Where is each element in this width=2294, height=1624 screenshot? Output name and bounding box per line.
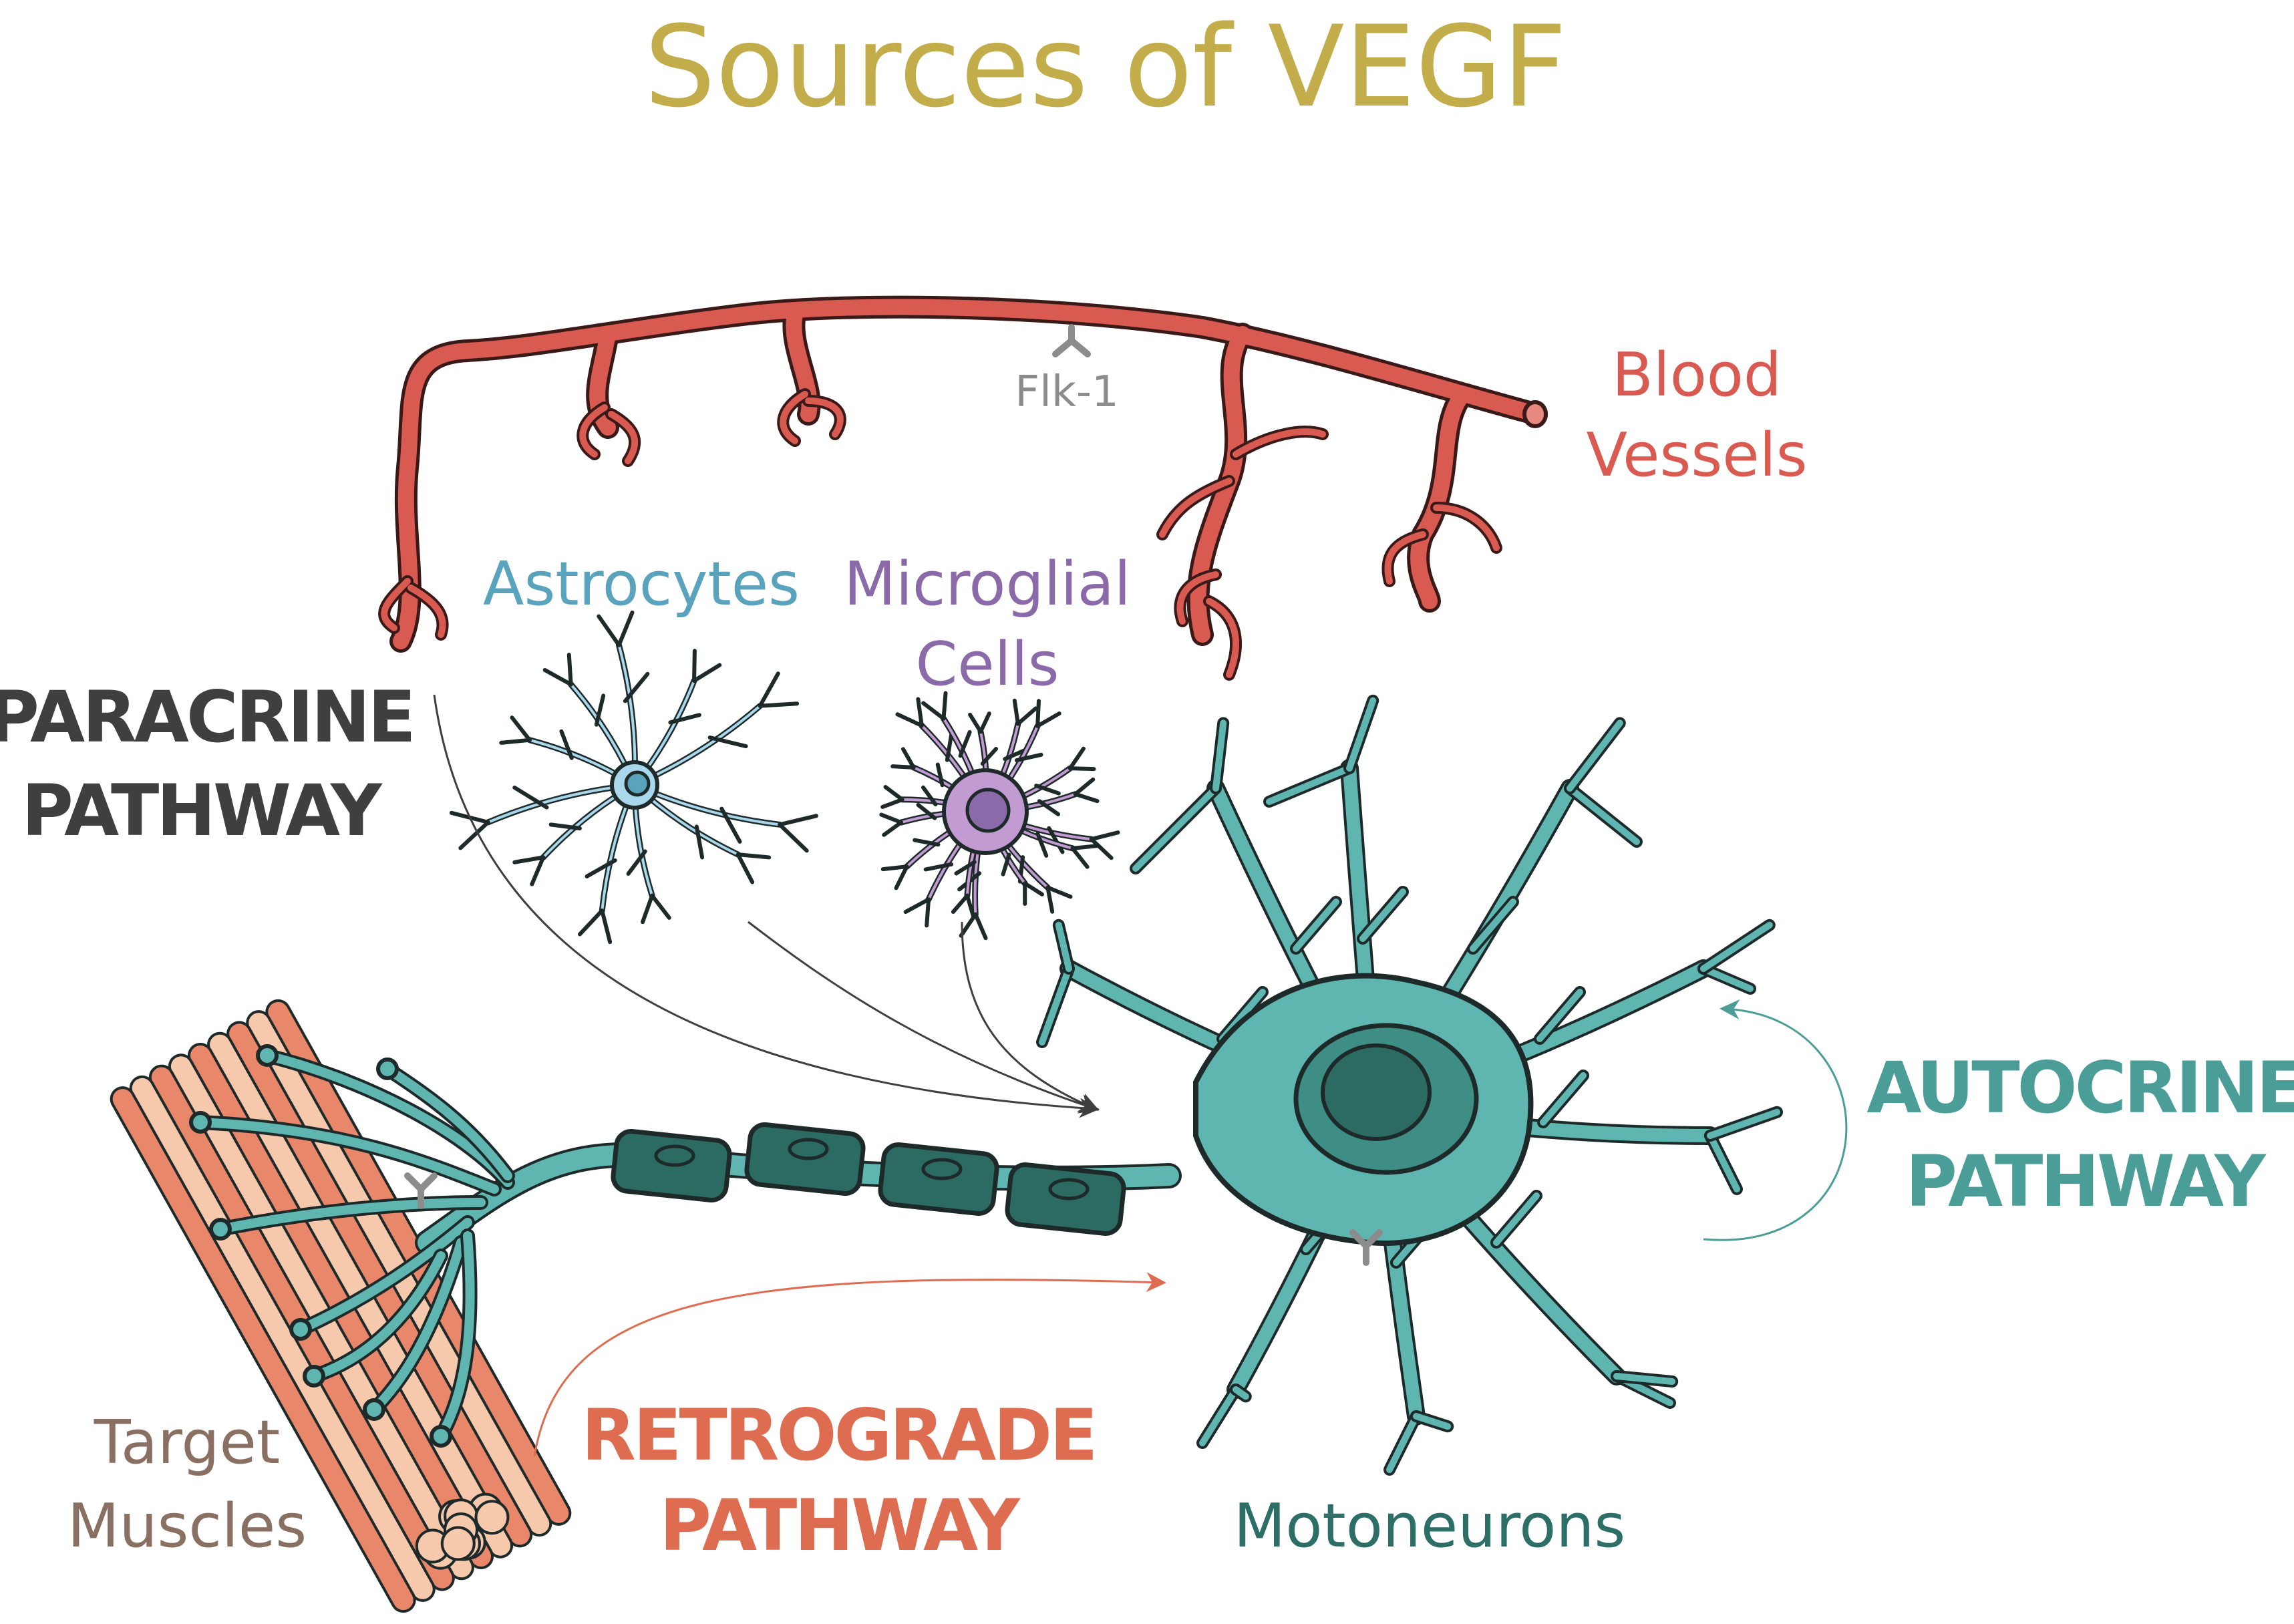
retrograde-label-line2: PATHWAY — [659, 1484, 1021, 1567]
paracrine-arrow-microglia — [961, 921, 1100, 1112]
receptor-y-icon — [404, 1172, 438, 1209]
blood-vessels-label-line1: Blood — [1612, 340, 1782, 410]
blood-vessels-label-line2: Vessels — [1587, 420, 1808, 490]
target-muscles-label-line2: Muscles — [67, 1491, 307, 1561]
paracrine-label-line1: PARACRINE — [0, 676, 414, 758]
target-muscles-label-line1: Target — [94, 1408, 280, 1478]
retrograde-label-line1: RETROGRADE — [581, 1394, 1095, 1476]
microglial-label-line2: Cells — [915, 629, 1059, 699]
retrograde-arrow — [533, 1272, 1166, 1457]
microglial-cell — [879, 691, 1120, 941]
autocrine-arrow — [1703, 999, 1848, 1241]
autocrine-label-line1: AUTOCRINE — [1866, 1047, 2294, 1129]
paracrine-arrows — [433, 694, 1100, 1118]
paracrine-arrow-vessel — [433, 694, 1100, 1118]
paracrine-label-line2: PATHWAY — [21, 770, 383, 852]
astrocyte-cell — [449, 610, 818, 945]
motoneuron-cell — [189, 694, 1783, 1476]
receptor-y-icon — [1349, 1229, 1383, 1266]
paracrine-arrow-astrocyte — [748, 921, 1100, 1114]
autocrine-label-line2: PATHWAY — [1905, 1140, 2267, 1223]
page-title: Sources of VEGF — [644, 1, 1567, 132]
microglial-label-line1: Microglial — [844, 549, 1131, 619]
vessel-lumen — [1522, 400, 1548, 428]
blood-vessel — [378, 295, 1548, 681]
motoneurons-label: Motoneurons — [1234, 1491, 1626, 1561]
receptor-y-icon — [1052, 324, 1091, 357]
astrocytes-label: Astrocytes — [483, 549, 800, 619]
flk1-label: Flk-1 — [1015, 367, 1118, 417]
